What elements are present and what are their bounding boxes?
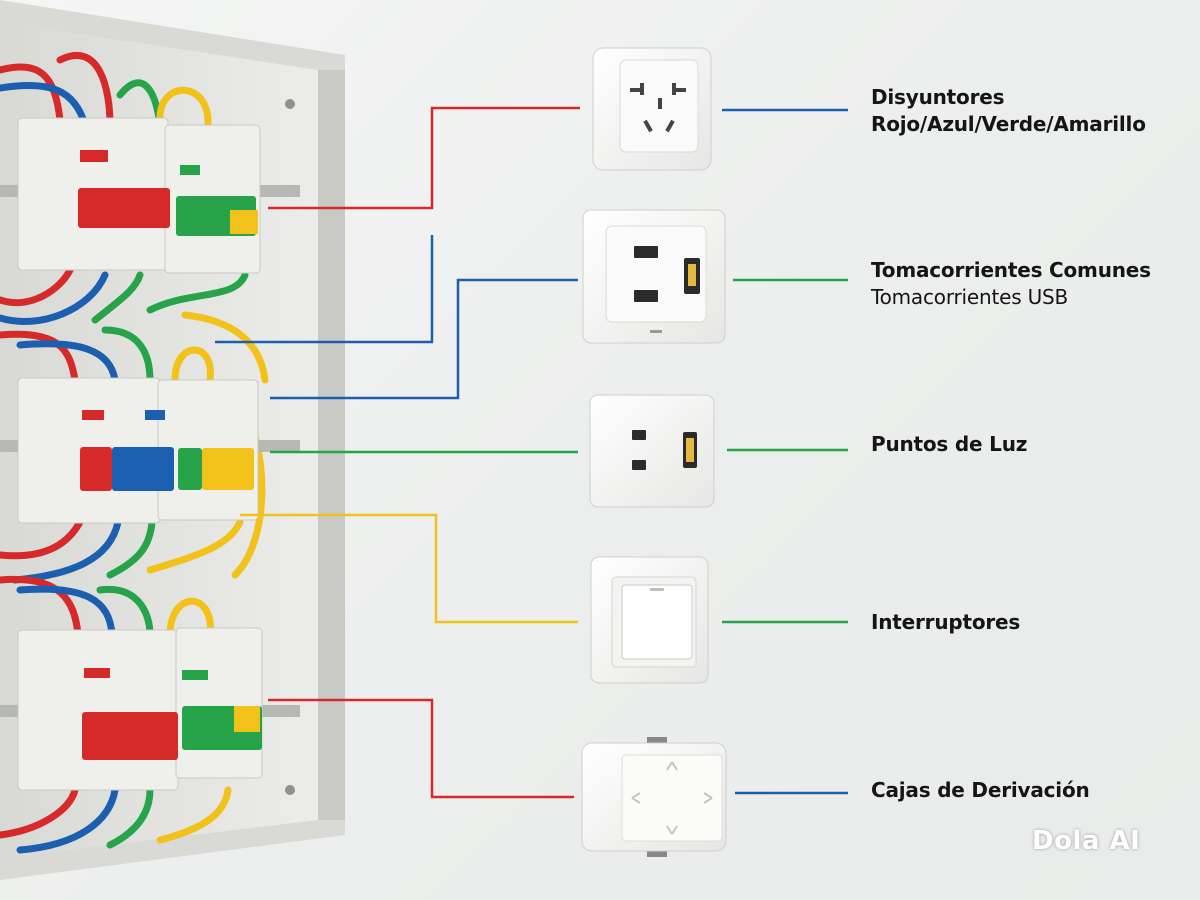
label-switches: Interruptores xyxy=(871,609,1020,636)
screw-icon xyxy=(285,785,295,795)
junction-box-icon xyxy=(581,737,727,857)
breaker-label xyxy=(84,668,110,678)
breaker-row-bottom xyxy=(17,627,263,791)
breaker-row-middle xyxy=(17,377,259,524)
label-junction-boxes-title: Cajas de Derivación xyxy=(871,778,1090,802)
watermark: Dola AI xyxy=(1032,826,1141,856)
label-junction-boxes: Cajas de Derivación xyxy=(871,777,1090,804)
connector-switches-yellow xyxy=(240,513,578,624)
connector-outlets-blue xyxy=(215,235,434,344)
connector-breakers-red xyxy=(268,106,580,210)
breaker-toggle-yellow xyxy=(234,706,260,732)
breaker-toggle-yellow xyxy=(230,210,258,234)
label-outlets-common: Tomacorrientes Comunes xyxy=(871,258,1151,282)
panel-side-wall xyxy=(318,70,345,820)
breaker-toggle-red xyxy=(82,712,178,760)
right-connectors xyxy=(722,108,848,795)
screw-icon xyxy=(285,99,295,109)
panel-wires xyxy=(0,51,269,854)
breaker-toggle-green xyxy=(178,448,202,490)
breaker-row-top xyxy=(17,117,261,274)
label-breakers-colors: Rojo/Azul/Verde/Amarillo xyxy=(871,112,1146,136)
connector-outlets-blue-2 xyxy=(270,278,578,400)
breaker-label xyxy=(180,165,200,175)
label-switches-title: Interruptores xyxy=(871,610,1021,634)
electrical-panel xyxy=(0,0,345,880)
breaker-toggle-blue xyxy=(112,447,174,491)
light-switch-icon xyxy=(590,556,709,684)
usb-outlet-icon xyxy=(582,209,726,344)
label-light-points-title: Puntos de Luz xyxy=(871,432,1028,456)
breaker-label xyxy=(145,410,165,420)
breaker-toggle-red xyxy=(78,188,170,228)
label-outlets-usb: Tomacorrientes USB xyxy=(871,285,1069,309)
breaker-toggle-yellow xyxy=(202,448,254,490)
breaker-label xyxy=(80,150,108,162)
label-light-points: Puntos de Luz xyxy=(871,431,1027,458)
breaker-toggle-red xyxy=(80,447,112,491)
label-breakers-title: Disyuntores xyxy=(871,85,1005,109)
label-breakers: Disyuntores Rojo/Azul/Verde/Amarillo xyxy=(871,84,1146,138)
left-connectors xyxy=(215,106,580,799)
light-point-outlet-icon xyxy=(589,394,715,508)
universal-socket-icon xyxy=(592,47,712,171)
label-outlets: Tomacorrientes Comunes Tomacorrientes US… xyxy=(871,257,1151,311)
breaker-label xyxy=(82,410,104,420)
connector-junction-red xyxy=(268,698,574,799)
breaker-label xyxy=(182,670,208,680)
